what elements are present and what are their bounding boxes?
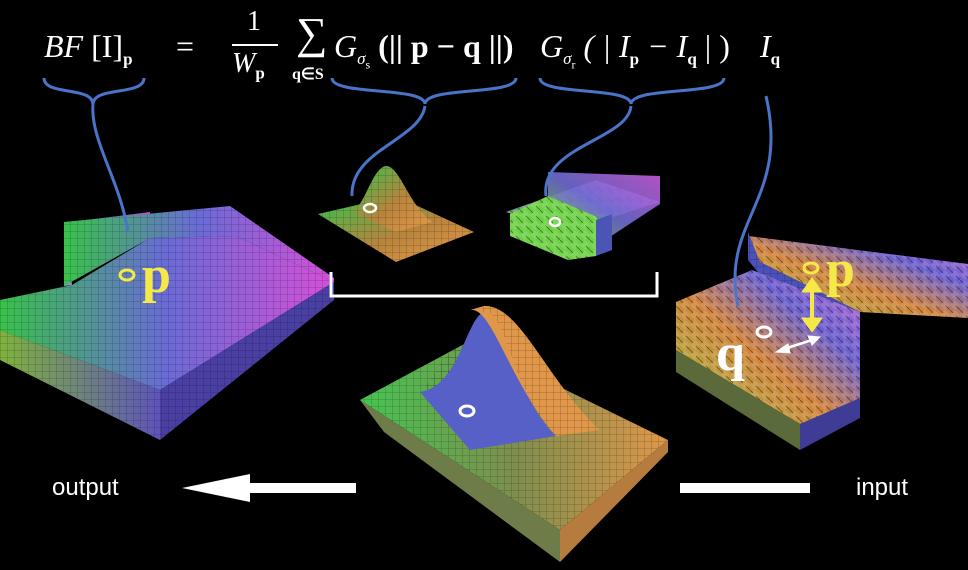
formula-lhs: BF [I]p <box>44 28 133 69</box>
product-surface <box>360 305 668 562</box>
connector-output <box>91 103 130 233</box>
output-point-label: p <box>142 247 171 304</box>
formula-frac-num: 1 <box>247 6 261 37</box>
formula-range-kernel: Gσr ( | Ip − Iq | ) <box>540 28 730 73</box>
formula-frac-den-main: W <box>232 48 256 79</box>
formula-lhs-main: BF <box>44 28 84 64</box>
formula-range-arg-end: | ) <box>696 28 730 64</box>
formula-range-arg-sub2: q <box>687 49 697 69</box>
formula-spatial-g: G <box>334 28 358 64</box>
connector-intensity <box>733 95 773 307</box>
formula-spatial-sigma: σ <box>357 49 366 69</box>
formula-intensity-sub: q <box>770 49 781 69</box>
output-caption: output <box>52 474 119 501</box>
range-distance-arrow-icon <box>801 277 823 333</box>
connector-range <box>544 105 633 197</box>
formula-spatial-sigma-sub: s <box>365 57 371 72</box>
formula-range-arg-mid: − I <box>639 28 688 64</box>
range-center-marker <box>548 216 562 228</box>
formula-range-arg: ( | I <box>583 28 630 64</box>
spatial-center-marker <box>362 202 378 214</box>
formula-intensity-main: I <box>760 28 771 64</box>
connectors <box>42 77 773 307</box>
formula-spatial-kernel: Gσs (|| p − q ||) <box>334 28 514 73</box>
formula-range-g: G <box>540 28 564 64</box>
input-point-p-label: p <box>826 241 855 298</box>
input-p-marker <box>802 261 820 275</box>
range-kernel-surface <box>506 172 660 260</box>
formula-lhs-bracket: [I] <box>91 28 124 64</box>
formula-frac-den-sub: p <box>255 63 265 83</box>
brace-output <box>42 77 146 105</box>
bracket-icon <box>329 272 659 298</box>
spatial-gaussian-surface <box>318 166 474 262</box>
brace-range <box>538 77 726 105</box>
output-surface <box>0 206 334 440</box>
formula-intensity: Iq <box>760 28 780 69</box>
formula-sum-sub: q∈S <box>292 66 324 83</box>
formula-range-sigma: σ <box>563 49 572 69</box>
formula-range-sigma-sub: r <box>571 57 576 72</box>
input-q-marker <box>755 325 773 339</box>
formula-sum-symbol: ∑ <box>296 9 328 58</box>
formula-spatial-arg: (|| p − q ||) <box>378 28 514 64</box>
formula-range-arg-sub1: p <box>629 49 640 69</box>
formula-lhs-sub: p <box>123 49 133 69</box>
input-caption: input <box>856 474 909 501</box>
input-line-icon <box>680 483 810 493</box>
connector-spatial <box>350 105 427 197</box>
formula-frac-den: Wp <box>232 48 265 84</box>
formula-frac-line <box>232 44 278 46</box>
product-center-marker <box>458 404 476 418</box>
input-point-q-label: q <box>716 325 745 382</box>
output-pixel-marker <box>118 268 136 282</box>
formula-equals: = <box>176 28 195 64</box>
output-arrow-icon <box>182 474 356 502</box>
brace-spatial <box>330 77 518 105</box>
spatial-distance-arrow-icon <box>774 335 822 354</box>
